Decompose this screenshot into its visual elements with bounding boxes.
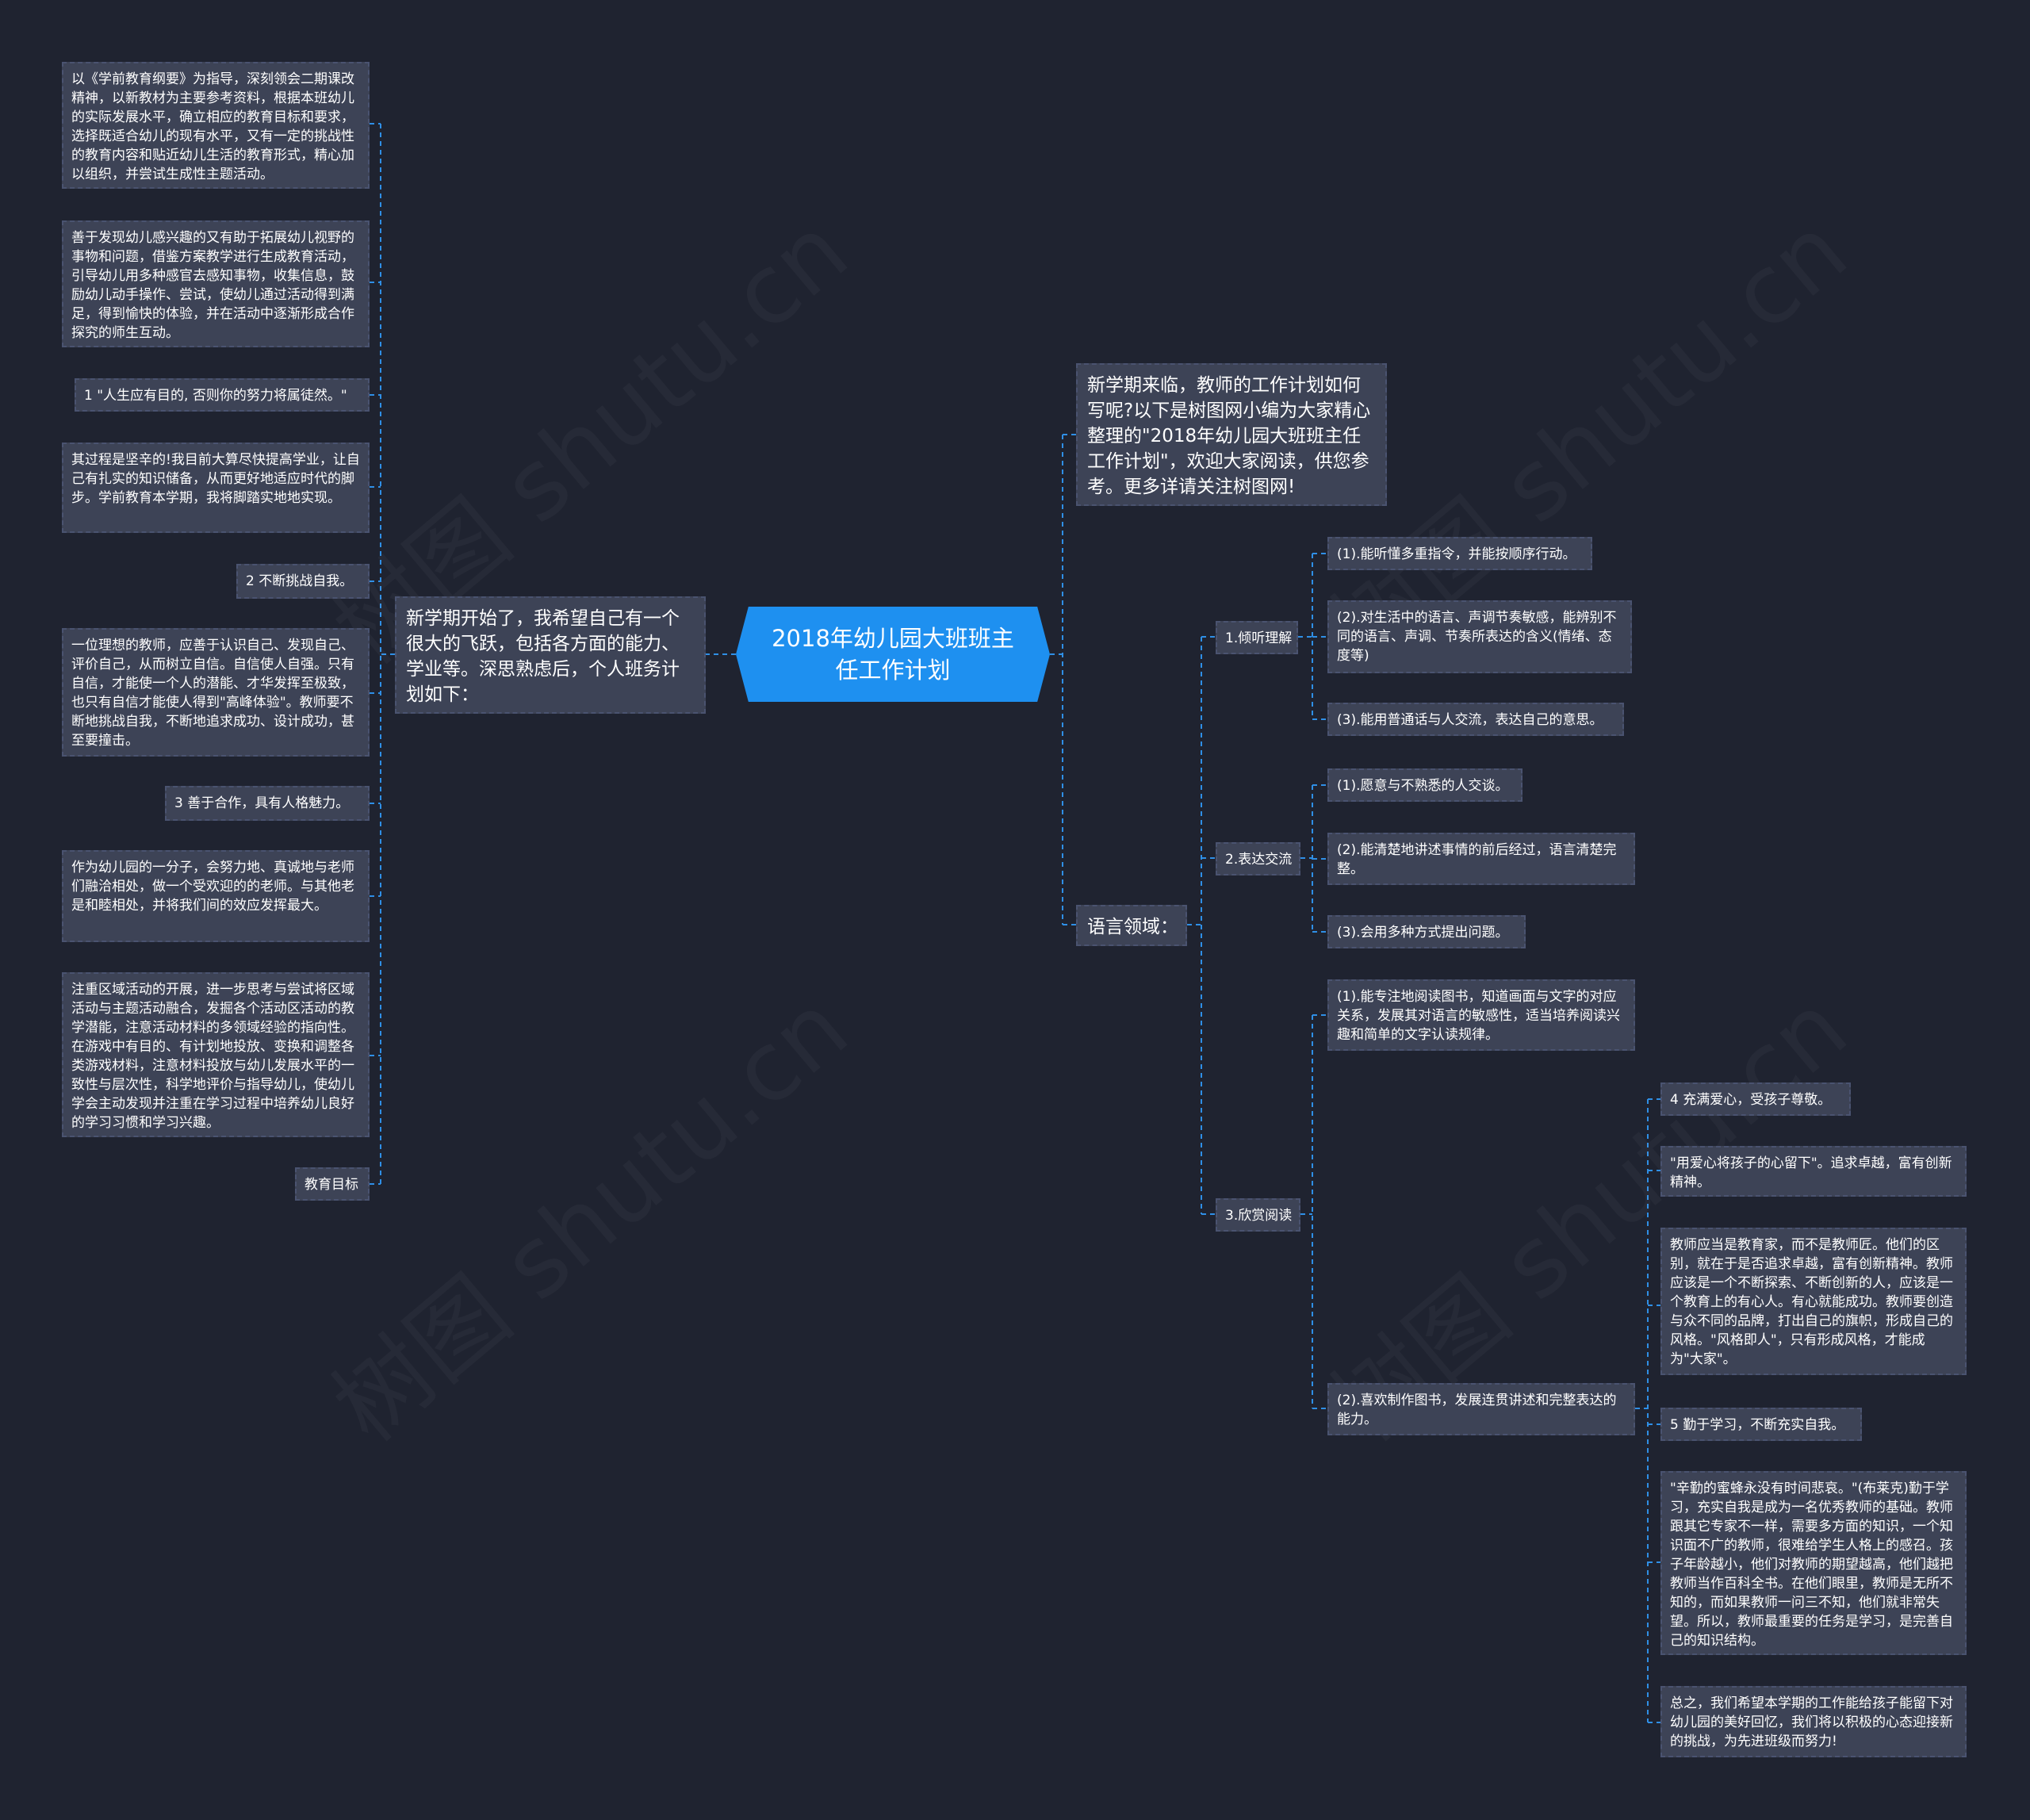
express-item-2[interactable]: (2).能清楚地讲述事情的前后经过，语言清楚完整。 bbox=[1327, 833, 1635, 885]
read-item-2[interactable]: (2).喜欢制作图书，发展连贯讲述和完整表达的能力。 bbox=[1327, 1383, 1635, 1435]
left-item-2[interactable]: 善于发现幼儿感兴趣的又有助于拓展幼儿视野的事物和问题，借鉴方案教学进行生成教育活… bbox=[62, 220, 370, 347]
left-item-9[interactable]: 注重区域活动的开展，进一步思考与尝试将区域活动与主题活动融合，发掘各个活动区活动… bbox=[62, 972, 370, 1137]
express-item-3[interactable]: (3).会用多种方式提出问题。 bbox=[1327, 915, 1526, 948]
listen-item-2[interactable]: (2).对生活中的语言、声调节奏敏感，能辨别不同的语言、声调、节奏所表达的含义(… bbox=[1327, 600, 1632, 673]
read-sub-item-5[interactable]: "辛勤的蜜蜂永没有时间悲哀。"(布莱克)勤于学习，充实自我是成为一名优秀教师的基… bbox=[1660, 1471, 1967, 1655]
left-item-3[interactable]: 1 "人生应有目的, 否则你的努力将属徒然。" bbox=[75, 378, 370, 412]
left-item-8[interactable]: 作为幼儿园的一分子，会努力地、真诚地与老师们融洽相处，做一个受欢迎的的老师。与其… bbox=[62, 850, 370, 942]
express-item-1[interactable]: (1).愿意与不熟悉的人交谈。 bbox=[1327, 768, 1522, 802]
category-express[interactable]: 2.表达交流 bbox=[1216, 842, 1300, 876]
read-item-1[interactable]: (1).能专注地阅读图书，知道画面与文字的对应关系，发展其对语言的敏感性，适当培… bbox=[1327, 979, 1635, 1051]
left-item-6[interactable]: 一位理想的教师，应善于认识自己、发现自己、评价自己，从而树立自信。自信使人自强。… bbox=[62, 628, 370, 757]
read-sub-item-1[interactable]: 4 充满爱心，受孩子尊敬。 bbox=[1660, 1082, 1851, 1116]
left-item-4[interactable]: 其过程是坚辛的!我目前大算尽快提高学业，让自己有扎实的知识储备，从而更好地适应时… bbox=[62, 443, 370, 533]
language-domain[interactable]: 语言领域： bbox=[1076, 905, 1187, 946]
left-branch-topic[interactable]: 新学期开始了，我希望自己有一个很大的飞跃，包括各方面的能力、学业等。深思熟虑后，… bbox=[395, 596, 706, 714]
listen-item-3[interactable]: (3).能用普通话与人交流，表达自己的意思。 bbox=[1327, 703, 1624, 736]
left-item-7[interactable]: 3 善于合作，具有人格魅力。 bbox=[165, 786, 370, 821]
right-intro[interactable]: 新学期来临，教师的工作计划如何写呢?以下是树图网小编为大家精心整理的"2018年… bbox=[1076, 363, 1387, 506]
root-topic[interactable]: 2018年幼儿园大班班主任工作计划 bbox=[736, 607, 1050, 702]
read-sub-item-3[interactable]: 教师应当是教育家，而不是教师匠。他们的区别，就在于是否追求卓越，富有创新精神。教… bbox=[1660, 1228, 1967, 1375]
left-item-1[interactable]: 以《学前教育纲要》为指导，深刻领会二期课改精神，以新教材为主要参考资料，根据本班… bbox=[62, 62, 370, 189]
left-item-5[interactable]: 2 不断挑战自我。 bbox=[236, 564, 370, 599]
read-sub-item-6[interactable]: 总之，我们希望本学期的工作能给孩子能留下对幼儿园的美好回忆，我们将以积极的心态迎… bbox=[1660, 1686, 1967, 1757]
listen-item-1[interactable]: (1).能听懂多重指令，并能按顺序行动。 bbox=[1327, 537, 1592, 570]
read-sub-item-2[interactable]: "用爱心将孩子的心留下"。追求卓越，富有创新精神。 bbox=[1660, 1146, 1967, 1197]
left-item-10[interactable]: 教育目标 bbox=[295, 1167, 370, 1201]
category-listen[interactable]: 1.倾听理解 bbox=[1216, 621, 1298, 654]
category-read[interactable]: 3.欣赏阅读 bbox=[1216, 1198, 1300, 1232]
read-sub-item-4[interactable]: 5 勤于学习，不断充实自我。 bbox=[1660, 1408, 1862, 1441]
